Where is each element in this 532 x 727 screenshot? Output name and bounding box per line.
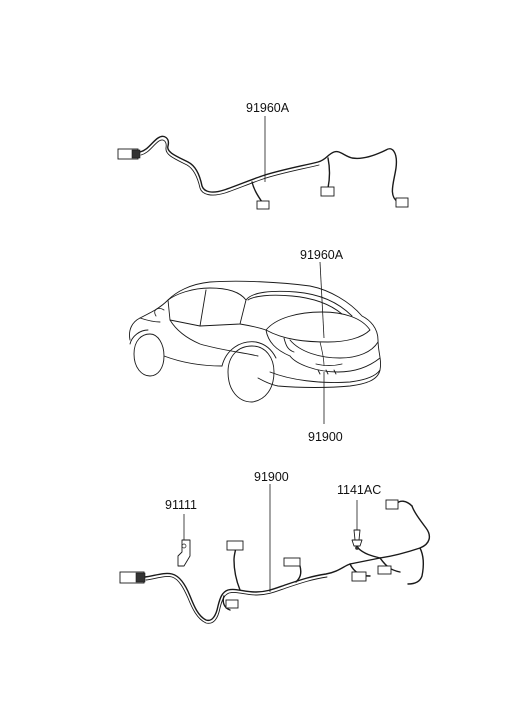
top-branch-connector-2 (320, 186, 335, 197)
bottom-connector-right (377, 565, 392, 575)
bracket-91111[interactable] (177, 514, 191, 567)
top-right-connector (395, 197, 409, 208)
label-1141ac: 1141AC (337, 483, 381, 497)
bottom-connector-top-right (385, 499, 399, 510)
label-top-91960a: 91960A (246, 101, 290, 115)
car-rear-view (129, 280, 381, 403)
leader-car-91960a (319, 261, 325, 339)
bottom-connector-upper-left (226, 540, 244, 551)
bottom-connector-lower-middle (351, 571, 367, 582)
clip-1141ac[interactable] (351, 500, 363, 550)
top-branch-connector-1 (256, 200, 270, 210)
bottom-connector-left-loop (225, 599, 239, 609)
bottom-wiring-harness[interactable] (119, 499, 431, 624)
label-91111: 91111 (165, 498, 197, 512)
label-bottom-91900: 91900 (254, 470, 289, 484)
top-wiring-harness[interactable] (117, 116, 409, 210)
label-car-91900: 91900 (308, 430, 343, 444)
label-car-91960a: 91960A (300, 248, 344, 262)
bottom-connector-middle (283, 557, 301, 567)
